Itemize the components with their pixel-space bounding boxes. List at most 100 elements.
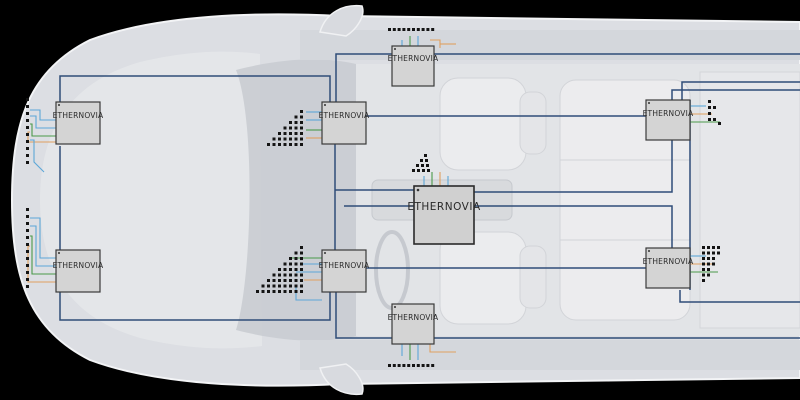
connector-dot [416,28,420,31]
module-mid-top[interactable]: ETHERNOVIA [319,101,370,145]
module-rear-top[interactable]: ETHERNOVIA [643,99,694,141]
connector-dot [294,132,298,135]
connector-dot [272,284,276,288]
connector-dot [420,159,423,162]
connector-dot [300,126,303,130]
bus-central-rear-1 [474,140,673,193]
connector-dot [718,122,721,125]
connector-dot [283,273,287,277]
connector-dot [421,164,424,167]
connector-dot [26,257,29,260]
connector-dot [712,262,715,266]
harness-central [423,172,449,186]
top-mirror [319,4,364,37]
connector-dot [289,143,292,146]
connector-dot [278,279,281,282]
connector-dot [26,126,29,129]
connector-dot [26,236,29,239]
connector-dot [294,262,298,266]
connector-dot [289,273,292,277]
connector-dot [416,164,419,167]
connector-dot [431,364,435,367]
connector-dot [294,284,298,288]
headrest-bottom [519,245,547,309]
harness-mid-top [306,111,322,139]
connector-dot [283,143,287,146]
connector-dot [289,279,292,282]
connector-dot [402,28,406,31]
connector-dot [289,268,292,271]
connector-dot [272,273,276,277]
bus-right-link [681,81,800,100]
modules: ETHERNOVIA ETHERNOVIA ETHERNOVIA ETHERNO… [53,45,694,345]
module-mid-bottom[interactable]: ETHERNOVIA [319,249,370,293]
connector-dot [294,279,298,282]
connector-dot [289,290,292,293]
connector-dot [300,290,303,293]
connector-dot [388,364,391,367]
connector-dot [294,115,298,119]
connector-dot [712,251,715,255]
connector-dot [407,364,411,367]
connector-dot [300,143,303,146]
connector-dot [283,132,287,135]
bus-front-bottom-loop [59,290,331,321]
bus-bottom-mirror [335,292,392,339]
connector-dot [416,364,420,367]
connector-dot [283,290,287,293]
connector-dot [294,126,298,130]
connector-dot [702,246,705,249]
connector-dot [707,273,710,277]
connector-dot [278,132,281,135]
module-central-switch[interactable]: ETHERNOVIA [407,185,481,245]
connector-dot [424,154,427,157]
bus-rear-frame [671,89,800,100]
module-label: ETHERNOVIA [53,261,104,270]
module-label: ETHERNOVIA [53,111,104,120]
connector-dot [26,278,29,281]
connector-dot [402,364,406,367]
module-front-right[interactable]: ETHERNOVIA [53,249,104,293]
connector-dot [294,137,298,141]
connector-dot [289,137,292,141]
connector-dots [26,28,721,367]
bus-front-loop [59,75,331,102]
connector-dot [289,284,292,288]
top-sill [300,30,800,60]
connector-dot [707,268,710,271]
connector-dot [26,285,29,288]
bus-central-rear-2 [474,205,673,248]
module-label: ETHERNOVIA [388,313,439,322]
connector-dot [713,118,716,121]
connector-dot [412,28,415,31]
module-top-mirror[interactable]: ETHERNOVIA [388,45,439,87]
connector-dot [300,268,303,271]
module-front-left[interactable]: ETHERNOVIA [53,101,104,145]
connector-dot [388,28,391,31]
connector-dot [294,251,298,255]
connector-dot [261,290,265,293]
connector-dot [708,118,711,121]
module-bottom-mirror[interactable]: ETHERNOVIA [388,303,439,345]
connector-dot [422,169,425,172]
connector-dot [712,257,715,260]
bottom-sill [300,340,800,370]
connector-dot [294,143,298,146]
connector-dot [26,98,29,101]
connector-dot [708,100,711,103]
connector-dot [278,137,281,141]
connector-dot [267,284,270,288]
connector-dot [289,132,292,135]
connector-dot [289,257,292,260]
connector-dot [397,364,401,367]
module-rear-bottom[interactable]: ETHERNOVIA [643,247,694,289]
module-label: ETHERNOVIA [407,201,481,213]
connector-dot [300,284,303,288]
connector-dot [300,257,303,260]
connector-dot [425,159,428,162]
connector-dot [421,364,425,367]
connector-dot [26,105,29,108]
connector-dot [26,140,29,143]
connector-dot [708,106,711,109]
